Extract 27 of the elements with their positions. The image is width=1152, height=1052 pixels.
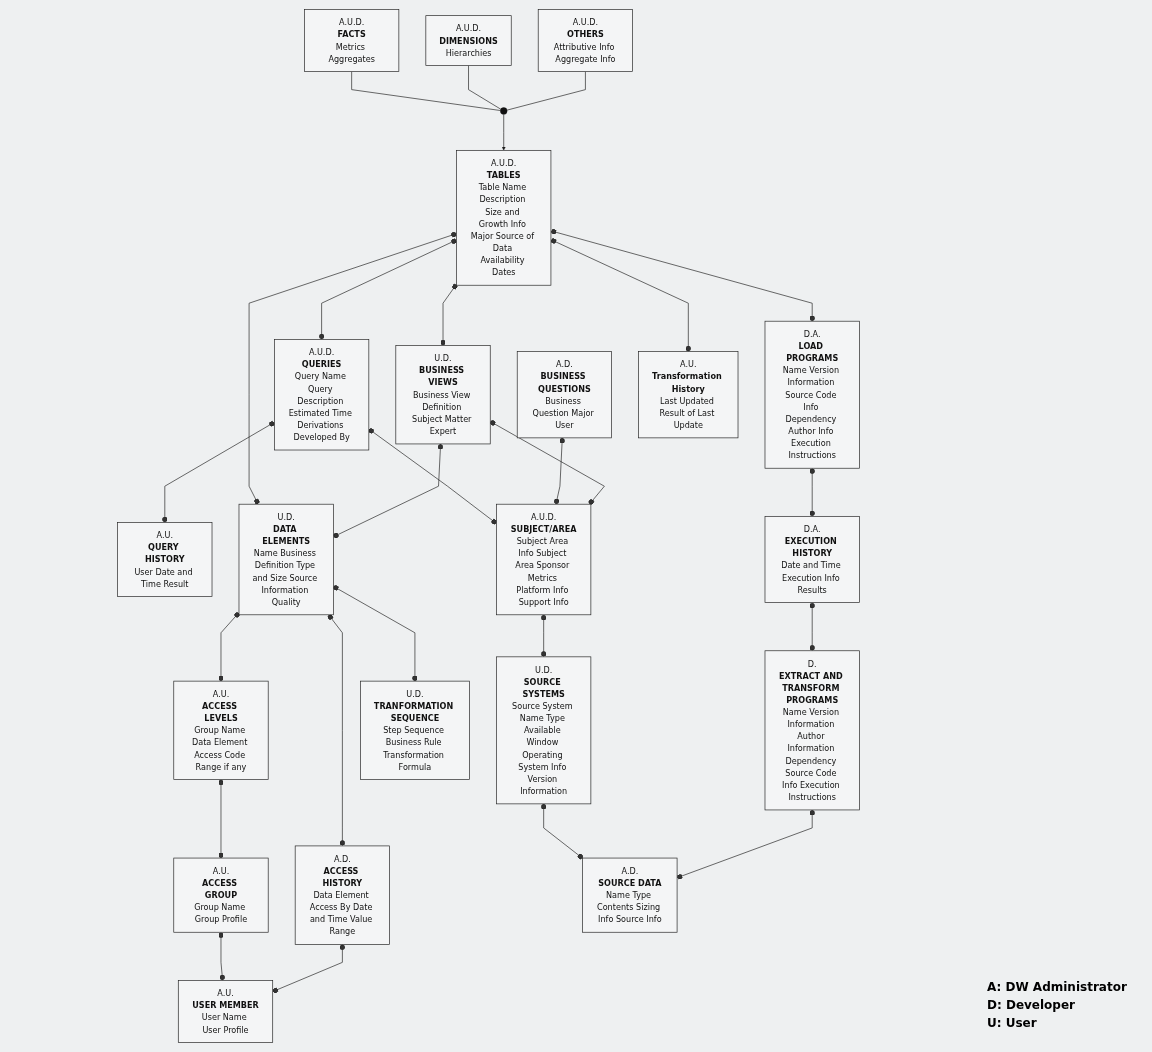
- connector: [351, 71, 501, 111]
- node-box: D.A. EXECUTION HISTORY Date and Time Execution Info Results: [764, 516, 860, 603]
- node-box: A.U.D. FACTS Metrics Aggregates: [304, 9, 400, 72]
- node-box: U.D. TRANFORMATION SEQUENCE Step Sequence Business Rule Transformation Formula: [360, 680, 470, 780]
- node-box: A.U.D. OTHERS Attributive Info Aggregate Info: [537, 9, 633, 72]
- node-box: A.U. ACCESS GROUP Group Name Group Profile: [173, 857, 269, 933]
- node-box: A.U. QUERY HISTORY User Date and Time Result: [117, 522, 213, 597]
- node-box: U.D. BUSINESS VIEWS Business View Definition Subject Matter Expert: [395, 345, 491, 445]
- node-box: A.U.D. TABLES Table Name Description Size and Growth Info Major Source of Data Availability Dates: [456, 150, 552, 286]
- node-box: U.D. DATA ELEMENTS Name Business Definition Type and Size Source Information Quality: [238, 503, 334, 616]
- node-circle: [500, 107, 508, 115]
- key-text: U: User: [987, 1016, 1038, 1030]
- node-box: A.U. Transformation History Last Updated Result of Last Update: [638, 351, 739, 439]
- node-box: A.U.D. DIMENSIONS Hierarchies: [425, 15, 512, 66]
- node-box: A.U.D. QUERIES Query Name Query Description Estimated Time Derivations Developed By: [274, 339, 370, 451]
- node-box: A.U. USER MEMBER User Name User Profile: [177, 980, 274, 1043]
- key-text: D: Developer: [987, 998, 1076, 1012]
- node-box: A.D. ACCESS HISTORY Data Element Access By Date and Time Value Range: [294, 845, 390, 945]
- node-box: A.D. BUSINESS QUESTIONS Business Question Major User: [516, 351, 612, 439]
- connector: [506, 71, 586, 111]
- node-box: A.U. ACCESS LEVELS Group Name Data Element Access Code Range if any: [173, 680, 269, 780]
- node-box: A.D. SOURCE DATA Name Type Contents Sizing Info Source Info: [582, 857, 678, 933]
- node-box: D.A. LOAD PROGRAMS Name Version Information Source Code Info Dependency Author Info Execution Instructions: [764, 320, 860, 469]
- node-box: A.U.D. SUBJECT/AREA Subject Area Info Subject Area Sponsor Metrics Platform Info Support Info: [496, 503, 592, 616]
- key-text: A: DW Administrator: [987, 980, 1128, 994]
- node-box: U.D. SOURCE SYSTEMS Source System Name Type Available Window Operating System Info Version Information: [496, 656, 592, 805]
- node-box: D. EXTRACT AND TRANSFORM PROGRAMS Name Version Information Author Information Dependency Source Code Info Execution Instructions: [764, 650, 860, 811]
